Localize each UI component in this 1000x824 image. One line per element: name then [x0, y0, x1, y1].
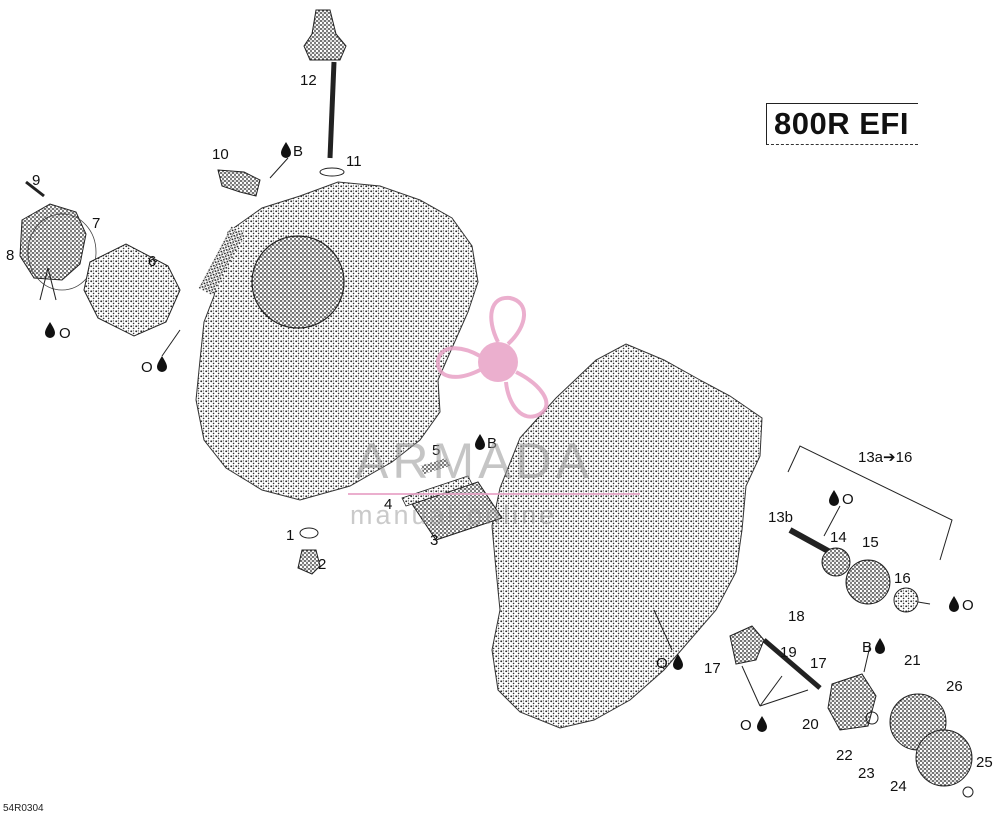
watermark-brand: ARMADA	[355, 433, 593, 489]
part-label: 3	[430, 532, 438, 549]
part-label: 8	[6, 247, 14, 264]
oil-mark: O	[59, 325, 71, 342]
part-9-screw	[25, 180, 45, 198]
crankcase-rib	[198, 226, 246, 296]
part-2-drain-plug	[297, 549, 321, 575]
part-15-gear	[845, 559, 891, 605]
part-5-strainer	[420, 458, 450, 474]
oil-drop-icon	[829, 490, 839, 506]
oil-mark: O	[740, 717, 752, 734]
part-label: 20	[802, 716, 819, 733]
part-label: 17	[810, 655, 827, 672]
leader-lines	[39, 157, 931, 707]
lubricant-annotations: O O B B O O O O B	[45, 142, 974, 734]
part-label: 9	[32, 172, 40, 189]
part-number-labels: 1 2 3 4 5 6 7 8 9 10 11 12 13b 14 15 16 …	[6, 72, 993, 795]
watermark-logo	[348, 295, 640, 495]
part-label: 23	[858, 765, 875, 782]
oil-drop-icon	[757, 716, 767, 732]
part-4-gasket	[401, 475, 473, 507]
part-13b-shaft	[788, 527, 832, 555]
part-17-oring	[729, 625, 765, 665]
group-label: 13a➔16	[858, 449, 912, 466]
crankcase-lower	[491, 343, 763, 729]
grease-mark: B	[293, 143, 303, 160]
oil-mark: O	[656, 655, 668, 672]
oil-drop-icon	[875, 638, 885, 654]
oil-drop-icon	[45, 322, 55, 338]
oil-mark: O	[842, 491, 854, 508]
grease-mark: B	[487, 435, 497, 452]
oil-drop-icon	[157, 356, 167, 372]
model-label-box	[766, 103, 918, 145]
reference-code: 54R0304	[3, 803, 44, 814]
oil-drop-icon	[949, 596, 959, 612]
part-label: 4	[384, 496, 392, 513]
oil-drop-icon	[475, 434, 485, 450]
part-label: 16	[894, 570, 911, 587]
part-label: 25	[976, 754, 993, 771]
group-bracket	[787, 445, 953, 561]
part-16-cover	[893, 587, 919, 613]
part-label: 11	[346, 153, 362, 170]
oil-mark: O	[962, 597, 974, 614]
part-7-oring	[27, 213, 97, 291]
part-label: 5	[432, 442, 440, 459]
part-label: 17	[704, 660, 721, 677]
part-8-filter-cover	[19, 203, 87, 281]
oil-drop-icon	[281, 142, 291, 158]
oil-mark: O	[141, 359, 153, 376]
part-label: 6	[148, 253, 156, 270]
watermark-subtitle: manual online	[350, 500, 558, 530]
oil-drop-icon	[673, 654, 683, 670]
part-label: 13b	[768, 509, 793, 526]
part-11-oring	[319, 167, 345, 177]
part-label: 19	[780, 644, 797, 661]
part-label: 26	[946, 678, 963, 695]
model-title: 800R EFI	[774, 106, 909, 141]
part-label: 2	[318, 556, 326, 573]
part-label: 22	[836, 747, 853, 764]
part-label: 1	[286, 527, 294, 544]
part-1-washer	[299, 527, 319, 539]
part-6-oil-filter	[83, 243, 181, 337]
part-10-fitting	[217, 169, 261, 197]
part-label: 15	[862, 534, 879, 551]
part-label: 7	[92, 215, 100, 232]
part-20-housing	[827, 673, 877, 731]
part-12-dipstick-rod	[327, 61, 337, 159]
part-label: 12	[300, 72, 317, 89]
part-23-ring	[865, 711, 879, 725]
cylinder-bore	[251, 235, 345, 329]
part-14-rotor	[821, 547, 851, 577]
part-12-dipstick-cap	[303, 9, 347, 61]
grease-mark: B	[862, 639, 872, 656]
part-label: 21	[904, 652, 921, 669]
part-label: 14	[830, 529, 847, 546]
part-label: 18	[788, 608, 805, 625]
part-19-pipe	[762, 638, 822, 690]
part-label: 24	[890, 778, 907, 795]
part-25-clip	[962, 786, 974, 798]
part-24-gear	[915, 729, 973, 787]
part-label: 10	[212, 146, 229, 163]
